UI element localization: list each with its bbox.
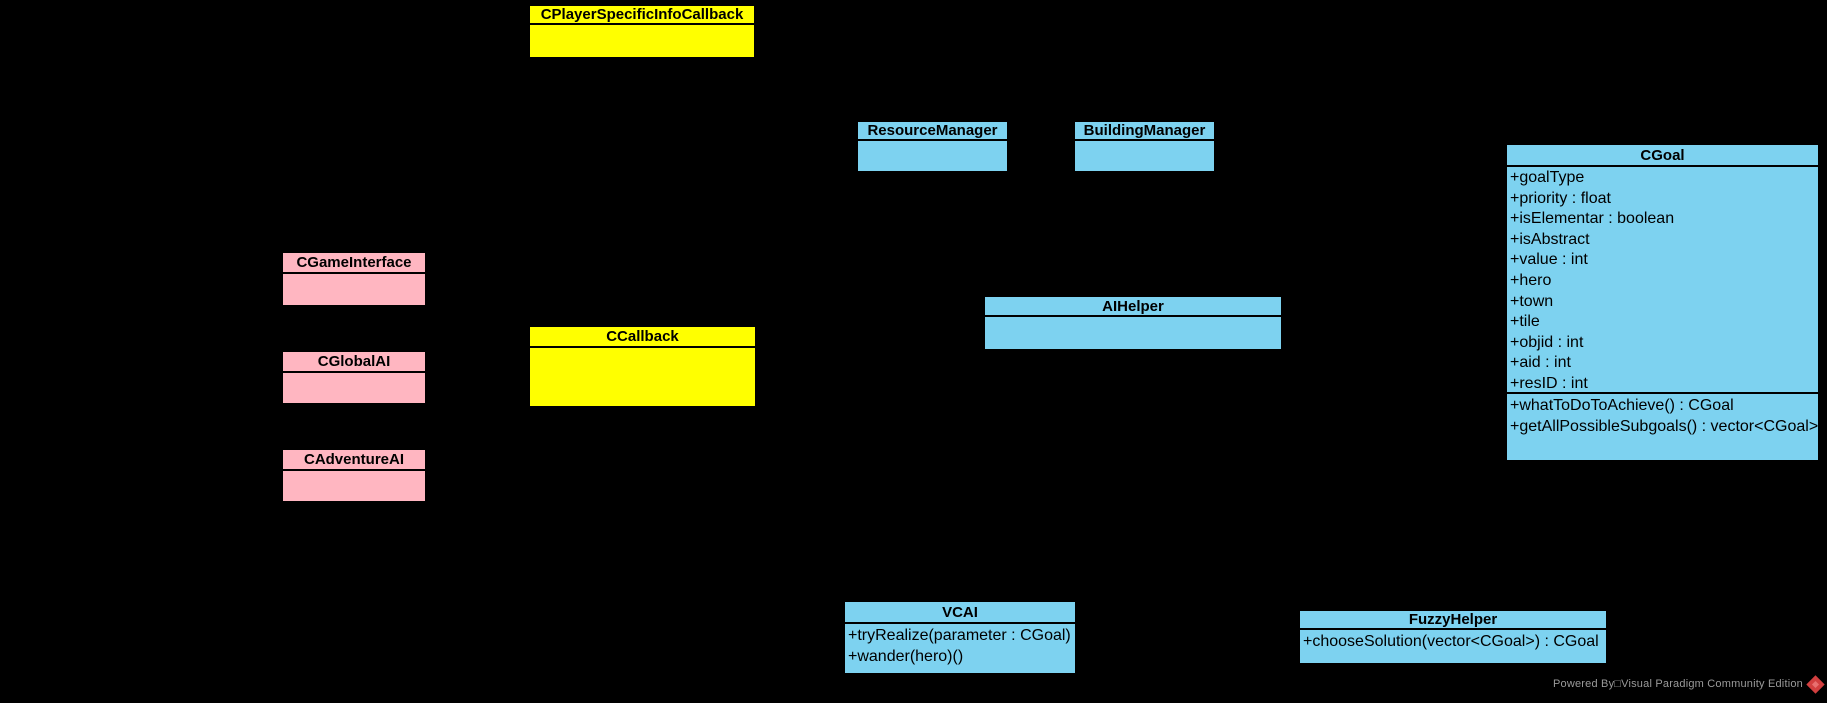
visual-paradigm-logo-icon xyxy=(1806,674,1825,694)
class-title: VCAI xyxy=(845,602,1075,624)
class-box-CPlayerSpecificInfoCallback[interactable]: CPlayerSpecificInfoCallback xyxy=(528,4,756,59)
attribute: +resID : int xyxy=(1510,374,1588,392)
class-box-CAdventureAI[interactable]: CAdventureAI xyxy=(281,448,427,503)
class-title: FuzzyHelper xyxy=(1300,611,1606,630)
class-operations xyxy=(283,471,425,501)
powered-by-text: Powered By□Visual Paradigm Community Edi… xyxy=(1552,678,1803,690)
class-box-AIHelper[interactable]: AIHelper xyxy=(983,295,1283,351)
attribute: +aid : int xyxy=(1510,354,1571,372)
class-operations xyxy=(1075,141,1214,171)
class-operations xyxy=(283,274,425,305)
class-box-VCAI[interactable]: VCAI +tryRealize(parameter : CGoal) +wand… xyxy=(843,600,1077,675)
powered-by-footer: Powered By□Visual Paradigm Community Edi… xyxy=(1552,673,1825,695)
class-title: CGlobalAI xyxy=(283,352,425,373)
class-box-CGoal[interactable]: CGoal +goalType +priority : float +isEleme… xyxy=(1505,143,1820,462)
class-box-ResourceManager[interactable]: ResourceManager xyxy=(856,120,1009,173)
class-title: CGoal xyxy=(1507,145,1818,167)
class-box-CCallback[interactable]: CCallback xyxy=(528,325,757,408)
class-title: AIHelper xyxy=(985,297,1281,317)
operation: +tryRealize(parameter : CGoal) xyxy=(848,627,1071,644)
visual-paradigm-logo-inner xyxy=(1811,680,1820,688)
class-title: ResourceManager xyxy=(858,122,1007,141)
class-title: BuildingManager xyxy=(1075,122,1214,141)
attribute: +value : int xyxy=(1510,251,1588,269)
class-operations: +whatToDoToAchieve() : CGoal +getAllPossi… xyxy=(1507,394,1818,460)
class-operations xyxy=(283,373,425,403)
attribute: +priority : float xyxy=(1510,189,1611,207)
class-title: CGameInterface xyxy=(283,253,425,274)
class-title: CAdventureAI xyxy=(283,450,425,471)
attribute: +tile xyxy=(1510,313,1540,331)
attribute: +town xyxy=(1510,292,1554,310)
attribute: +isAbstract xyxy=(1510,230,1590,248)
operation: +wander(hero)() xyxy=(848,647,964,665)
class-box-CGlobalAI[interactable]: CGlobalAI xyxy=(281,350,427,405)
class-box-BuildingManager[interactable]: BuildingManager xyxy=(1073,120,1216,173)
attribute: +objid : int xyxy=(1510,333,1584,351)
operation: +getAllPossibleSubgoals() : vector<CGoal… xyxy=(1510,417,1818,435)
class-attributes: +goalType +priority : float +isElementar :… xyxy=(1507,167,1818,394)
operation: +whatToDoToAchieve() : CGoal xyxy=(1510,397,1734,414)
class-title: CPlayerSpecificInfoCallback xyxy=(530,6,754,25)
class-title: CCallback xyxy=(530,327,755,348)
attribute: +hero xyxy=(1510,271,1552,289)
class-box-CGameInterface[interactable]: CGameInterface xyxy=(281,251,427,307)
class-operations xyxy=(530,25,754,57)
class-box-FuzzyHelper[interactable]: FuzzyHelper +chooseSolution(vector<CGoal… xyxy=(1298,609,1608,665)
class-operations xyxy=(985,317,1281,349)
class-operations: +chooseSolution(vector<CGoal>) : CGoal xyxy=(1300,630,1606,663)
class-operations xyxy=(858,141,1007,171)
class-operations: +tryRealize(parameter : CGoal) +wander(he… xyxy=(845,624,1075,673)
class-operations xyxy=(530,348,755,406)
operation: +chooseSolution(vector<CGoal>) : CGoal xyxy=(1303,633,1599,650)
attribute: +goalType xyxy=(1510,169,1585,186)
attribute: +isElementar : boolean xyxy=(1510,210,1675,228)
